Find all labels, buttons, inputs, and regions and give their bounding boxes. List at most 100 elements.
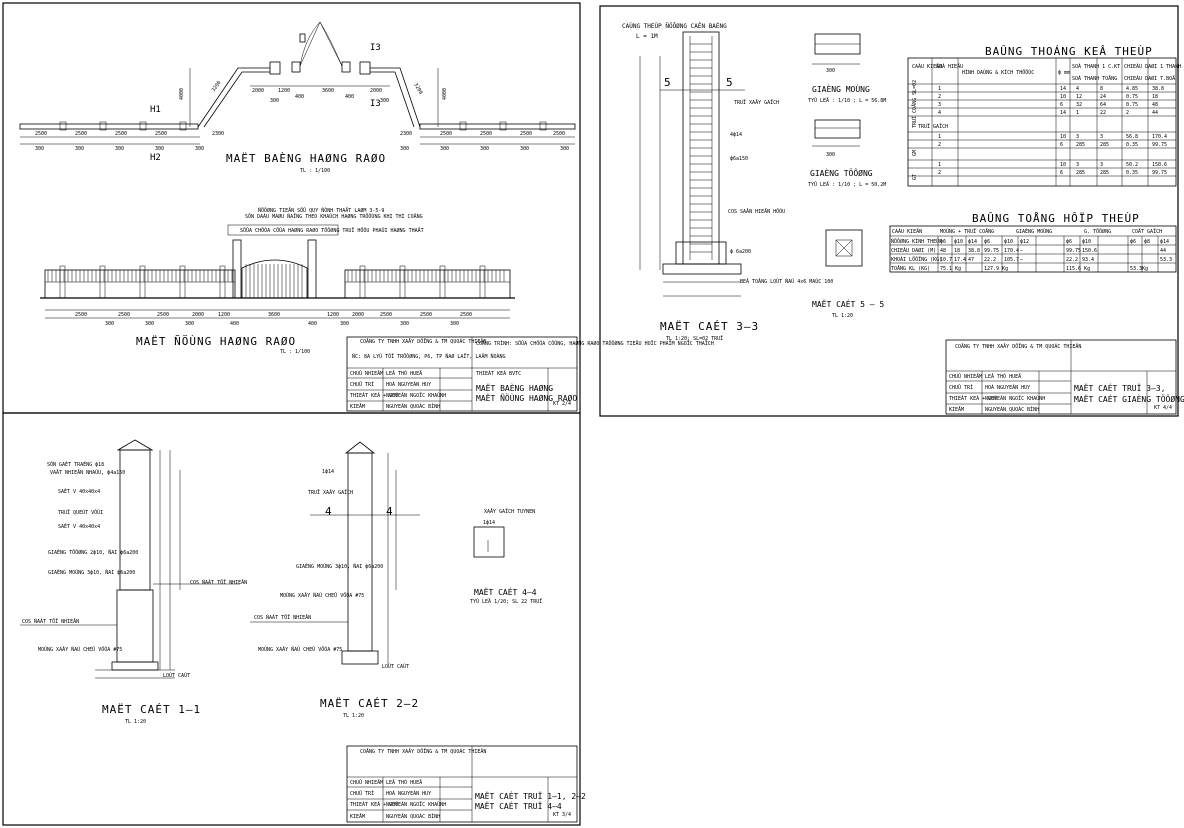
rebar-group-2: TRUÏ GAÏCH: [918, 123, 948, 130]
sum-cell: 22.2: [984, 257, 996, 263]
s22-mark-4b: 4: [386, 505, 394, 518]
plan-scale: TL : 1/100: [300, 168, 330, 174]
s11-l2: VAÄT NHIEÂN NHAÙU, ф4a150: [50, 469, 125, 476]
plan-sub-8: 300: [480, 146, 489, 152]
s11-l6: GIAÈNG TÖÔØNG 2ф10, ÑAI ф6a200: [48, 548, 138, 556]
plan-sub-4: 300: [155, 146, 164, 152]
sum-sub-cell: ф6: [940, 239, 946, 245]
sum-cell: 22.2: [1066, 257, 1078, 263]
s11-l10: MOÙNG XAÂY ÑAÙ CHEÛ VÖÕA #75: [38, 646, 122, 653]
plan-view: 2500 2500 2500 2500 2300 4000 3200 2300 …: [19, 21, 576, 174]
plan-dim-r3: 2500: [480, 131, 492, 137]
s11-title: MAËT CAÉT 1–1: [102, 703, 201, 716]
elev-dim-7: 1200: [327, 312, 339, 318]
plan-dim-2: 2500: [75, 131, 87, 137]
s44-l2: 1ф14: [483, 520, 495, 526]
s11-l9: COS ÑAÁT TÖÏ NHIEÂN: [22, 618, 79, 625]
gm-title: GIAÈNG MOÙNG: [812, 83, 870, 94]
tl-project: COÂNG TRÌNH: SÖÛA CHÖÕA CÔÛNG, HAØNG RAØ…: [476, 340, 714, 347]
rebar-cell: 150.6: [1152, 162, 1167, 168]
plan-sub-1: 300: [35, 146, 44, 152]
sum-h-5: COÄT GAÏCH: [1132, 228, 1162, 235]
elev-dim-9: 2500: [380, 312, 392, 318]
elev-dim-3: 2500: [157, 312, 169, 318]
plan-dim-5: 2300: [212, 131, 224, 137]
sum-sub-cell: ф6: [1066, 239, 1072, 245]
plan-dim-r2: 2500: [440, 131, 452, 137]
sec33-title: MAËT CAÉT 3–3: [660, 320, 759, 333]
rebar-cell: 0.75: [1126, 102, 1138, 108]
summary-table: BAÛNG TOÅNG HÔÏP THEÙP CAÁU KIEÄN MOÙNG …: [889, 212, 1177, 273]
section-1-1: SÔN GAÉT TRAÉNG ф18 VAÄT NHIEÂN NHAÙU, ф…: [20, 439, 247, 725]
tl-company: COÂNG TY TNHH XAÂY DÖÏNG & TM QUOÁC THIE…: [360, 338, 486, 345]
sum-cell: 18: [954, 248, 960, 254]
tl-role-3: THIEÁT KEÁ + VEÕ: [350, 392, 398, 399]
plan-sub-9: 300: [520, 146, 529, 152]
plan-mark-i3a: I3: [370, 43, 381, 53]
sum-cell: KHOÁI LÖÔÏNG (KG): [891, 256, 942, 263]
plan-sub-2: 300: [75, 146, 84, 152]
plan-dim-3: 2500: [115, 131, 127, 137]
s11-l7: GIAÈNG MOÙNG 3ф10, ÑAI ф6a200: [48, 568, 135, 576]
plan-dim-1: 2500: [35, 131, 47, 137]
tl-role-1: CHUÛ NHIEÄM: [350, 370, 383, 377]
rebar-cell: 48: [1152, 102, 1158, 108]
rebar-cell: 2: [938, 170, 941, 176]
rebar-cell: 32: [1076, 102, 1082, 108]
sec33-truxay: TRUÏ XAÂY GAÏCH: [734, 99, 779, 106]
mc55-title: MAËT CAÉT 5 – 5: [812, 298, 884, 309]
plan-sub-3: 300: [115, 146, 124, 152]
tr-drawing-1: MAËT CAÉT TRUÏ 3–3,: [1074, 382, 1166, 393]
rebar-cell: 1: [938, 134, 941, 140]
elev-dim-1: 2500: [75, 312, 87, 318]
sum-cell: 17.4: [954, 257, 966, 263]
fence-palings: [47, 265, 505, 299]
sum-sub-cell: ф6: [1130, 239, 1136, 245]
sum-sub-cell: ф6: [984, 239, 990, 245]
sec33-cos: COS SAÂN HIEÄN HÖÕU: [728, 208, 785, 215]
gm-scale: TYÛ LEÄ : 1/10 ; L = 56.8M: [808, 97, 886, 104]
tl-role-2: CHUÛ TRÌ: [350, 381, 374, 388]
elev-sub-6: 300: [340, 321, 349, 327]
tl-name-2: HOÀ NGUYEÃN HUY: [386, 381, 431, 388]
rebar-cell: 64: [1100, 102, 1106, 108]
sum-h-1: CAÁU KIEÄN: [892, 228, 922, 235]
plan-mark-h1: H1: [150, 105, 161, 115]
rebar-cell: 3: [1076, 134, 1079, 140]
sec33-label-top: CAÙNG THEÙP ÑÖÔØNG CAÊN BAÈNG: [622, 22, 727, 30]
tl-stage: THIEÁT KEÁ BVTC: [476, 370, 521, 377]
rebar-group-1: TRUÏ COÅNG SL=02: [911, 80, 918, 128]
section-2-2: 4 4 1ф14 TRUÏ XAÂY GAÏCH GIAÈNG MOÙNG 3ф…: [250, 441, 420, 719]
rebar-cell: 2: [938, 94, 941, 100]
tr-company: COÂNG TY TNHH XAÂY DÖÏNG & TM QUOÁC THIE…: [955, 343, 1081, 350]
title-block-bl: COÂNG TY TNHH XAÂY DÖÏNG & TM QUOÁC THIE…: [346, 745, 586, 823]
rebar-cell: 4: [1076, 86, 1079, 92]
rebar-cell: 18: [1152, 94, 1158, 100]
sum-cell: TOÅNG KL (KG): [891, 265, 930, 272]
sum-sub-cell: ф10: [954, 239, 963, 245]
tr-name-2: HOÀ NGUYEÃN HUY: [985, 384, 1030, 391]
plan-dim-r6: 4000: [442, 88, 448, 100]
rebar-cell: 1: [938, 86, 941, 92]
rebar-cell: 10: [1060, 162, 1066, 168]
rebar-cell: 285: [1076, 142, 1085, 148]
rebar-cell: 14: [1060, 110, 1066, 116]
rebar-cell: 44: [1152, 110, 1158, 116]
elev-title: MAËT ÑÖÙNG HAØNG RAØO: [136, 335, 296, 348]
rebar-cell: 99.75: [1152, 170, 1167, 176]
sum-h-2: MOÙNG + TRUÏ COÅNG: [940, 228, 994, 235]
rebar-cell: 50.2: [1126, 162, 1138, 168]
sum-cell: 150.6: [1082, 248, 1097, 254]
s22-l4: MOÙNG XAÂY ÑAÙ CHEÛ VÖÕA #75: [280, 592, 364, 599]
sum-cell: 99.75: [1066, 248, 1081, 254]
rebar-h-1: CAÁU KIEÄN: [912, 63, 942, 70]
tl-drawing-2: MAËT ÑÖÙNG HAØNG RAØO: [476, 392, 577, 403]
plan-dim-4: 2500: [155, 131, 167, 137]
sum-cell: 44: [1160, 248, 1166, 254]
rebar-cell: 285: [1100, 142, 1109, 148]
rebar-h-6: SOÁ THANH TOÅNG: [1072, 75, 1117, 82]
s22-scale: TL 1:20: [343, 713, 364, 719]
bl-role-4: KIEÅM: [350, 813, 365, 820]
rebar-cell: 6: [1060, 102, 1063, 108]
plan-dim-6: 4000: [179, 88, 185, 100]
